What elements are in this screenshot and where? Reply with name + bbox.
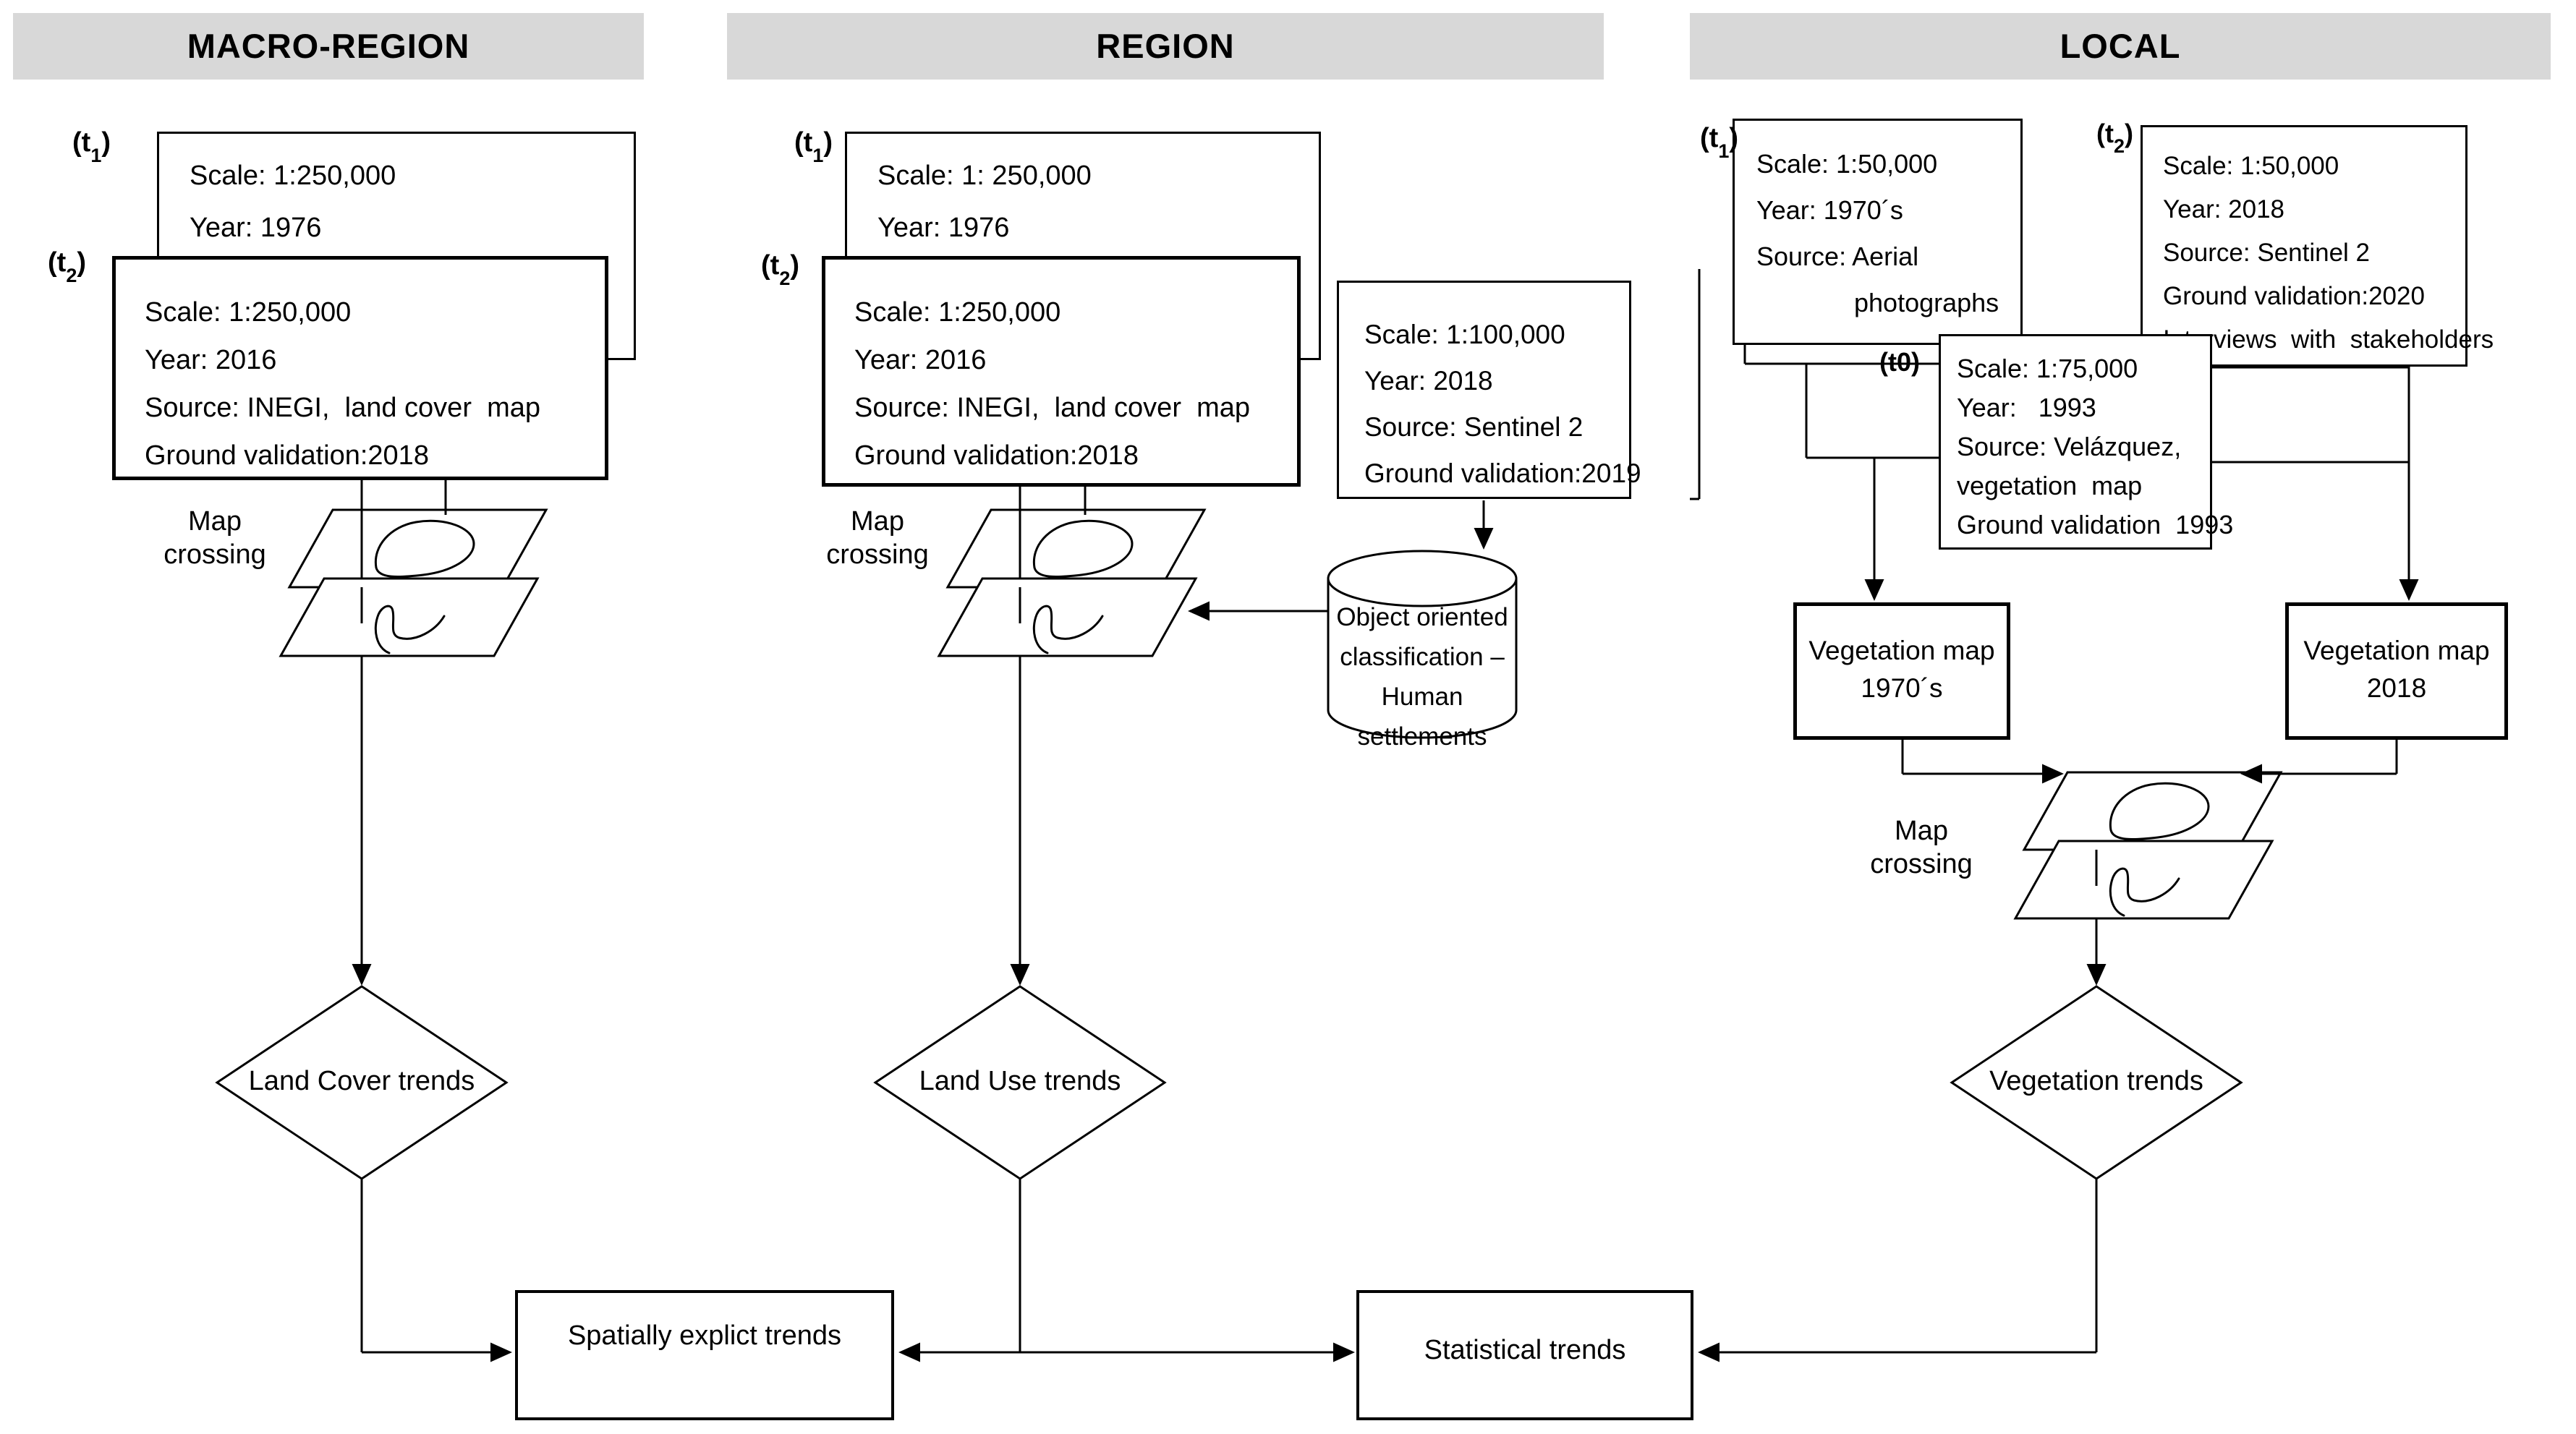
vegetation-map-1970-box: Vegetation map 1970´s	[1793, 602, 2010, 740]
box-line: Scale: 1:250,000	[145, 297, 352, 328]
box-line: vegetation map	[1957, 471, 2143, 500]
macro-t2-source-box: Scale: 1:250,000 Year: 2016 Source: INEG…	[112, 256, 608, 480]
box-line: Source: Velázquez,	[1957, 432, 2182, 461]
statistical-trends-box	[1356, 1290, 1693, 1420]
box-line: Vegetation map	[1808, 636, 1995, 665]
region-map-crossing-label: Map crossing	[826, 506, 929, 570]
box-line: Source: INEGI, land cover map	[854, 393, 1251, 423]
region-connectors	[898, 487, 1494, 1362]
local-connectors	[1690, 269, 2419, 1362]
local-t1-source-box: Scale: 1:50,000 Year: 1970´s Source: Aer…	[1733, 119, 2023, 345]
macro-trends-diamond	[215, 985, 509, 1180]
box-line: Vegetation map	[2303, 636, 2490, 665]
local-map-crossing-label: Map crossing	[1870, 816, 1973, 879]
box-line: photographs	[1854, 288, 1999, 317]
box-line: 2018	[2366, 673, 2427, 703]
macro-map-crossing-shape	[279, 508, 548, 657]
cylinder-line: Human settlements	[1357, 683, 1487, 751]
classification-cylinder-label: Object oriented classification – Human s…	[1328, 597, 1516, 756]
region-t1-label: (t1)	[794, 127, 833, 166]
header-region: REGION	[727, 13, 1604, 80]
box-line: Ground validation:2018	[854, 440, 1139, 471]
box-line: Scale: 1:250,000	[854, 297, 1061, 328]
box-line: Scale: 1: 250,000	[877, 161, 1092, 191]
region-sentinel-source-box: Scale: 1:100,000 Year: 2018 Source: Sent…	[1337, 281, 1641, 499]
box-line: Scale: 1:100,000	[1364, 320, 1565, 349]
macro-map-crossing-label: Map crossing	[163, 506, 266, 570]
local-t0-label: (t0)	[1879, 347, 1920, 377]
cylinder-line: classification –	[1340, 643, 1505, 671]
local-t2-source-box: Scale: 1:50,000 Year: 2018 Source: Senti…	[2141, 125, 2494, 367]
spatially-explicit-trends-box	[515, 1290, 894, 1420]
macro-connectors	[352, 480, 512, 1362]
box-line: Ground validation:2019	[1364, 458, 1641, 488]
box-line: Year: 1976	[190, 213, 322, 243]
local-t1-label: (t1)	[1700, 123, 1738, 162]
box-line: Source: Sentinel 2	[2163, 239, 2371, 267]
land-cover-trends-label: Land Cover trends	[248, 1066, 475, 1096]
box-line: Source: Sentinel 2	[1364, 412, 1584, 442]
box-line: 1970´s	[1861, 673, 1943, 703]
box-line: Year: 2016	[145, 345, 277, 375]
classification-cylinder	[1327, 550, 1518, 739]
region-trends-diamond	[873, 985, 1167, 1180]
box-line: Ground validation:2018	[145, 440, 429, 471]
region-t2-source-box: Scale: 1:250,000 Year: 2016 Source: INEG…	[822, 256, 1301, 487]
box-line: Year: 2018	[2163, 195, 2285, 223]
local-t0-source-box: Scale: 1:75,000 Year: 1993 Source: Veláz…	[1939, 334, 2234, 550]
box-line: Scale: 1:75,000	[1957, 354, 2138, 383]
local-trends-diamond	[1950, 985, 2243, 1180]
local-t2-label: (t2)	[2096, 119, 2134, 158]
cylinder-line: Object oriented	[1336, 603, 1508, 631]
header-macro-region: MACRO-REGION	[13, 13, 644, 80]
vegetation-trends-label: Vegetation trends	[1989, 1066, 2203, 1096]
region-t2-label: (t2)	[761, 250, 799, 289]
box-line: Year: 1976	[877, 213, 1010, 243]
land-use-trends-label: Land Use trends	[919, 1066, 1121, 1096]
macro-t1-label: (t1)	[72, 127, 111, 166]
box-line: Source: Aerial	[1756, 242, 1919, 271]
box-line: Ground validation:2020	[2163, 282, 2425, 310]
box-line: Ground validation 1993	[1957, 510, 2234, 539]
statistical-trends-label: Statistical trends	[1424, 1335, 1626, 1365]
region-map-crossing-shape	[938, 508, 1206, 657]
box-line: Interviews with stakeholders	[2163, 325, 2494, 354]
box-line: Year: 1970´s	[1756, 195, 1903, 225]
box-line: Year: 1993	[1957, 393, 2096, 422]
spatially-explicit-trends-label: Spatially explict trends	[567, 1320, 842, 1351]
box-line: Scale: 1:50,000	[2163, 152, 2339, 180]
box-line: Scale: 1:50,000	[1756, 149, 1938, 179]
vegetation-map-2018-box: Vegetation map 2018	[2285, 602, 2508, 740]
box-line: Source: INEGI, land cover map	[145, 393, 541, 423]
box-line: Year: 2018	[1364, 366, 1493, 396]
box-line: Scale: 1:250,000	[190, 161, 396, 191]
macro-t2-label: (t2)	[48, 247, 86, 286]
header-local: LOCAL	[1690, 13, 2551, 80]
box-line: Year: 2016	[854, 345, 987, 375]
local-map-crossing-shape	[2014, 771, 2282, 920]
